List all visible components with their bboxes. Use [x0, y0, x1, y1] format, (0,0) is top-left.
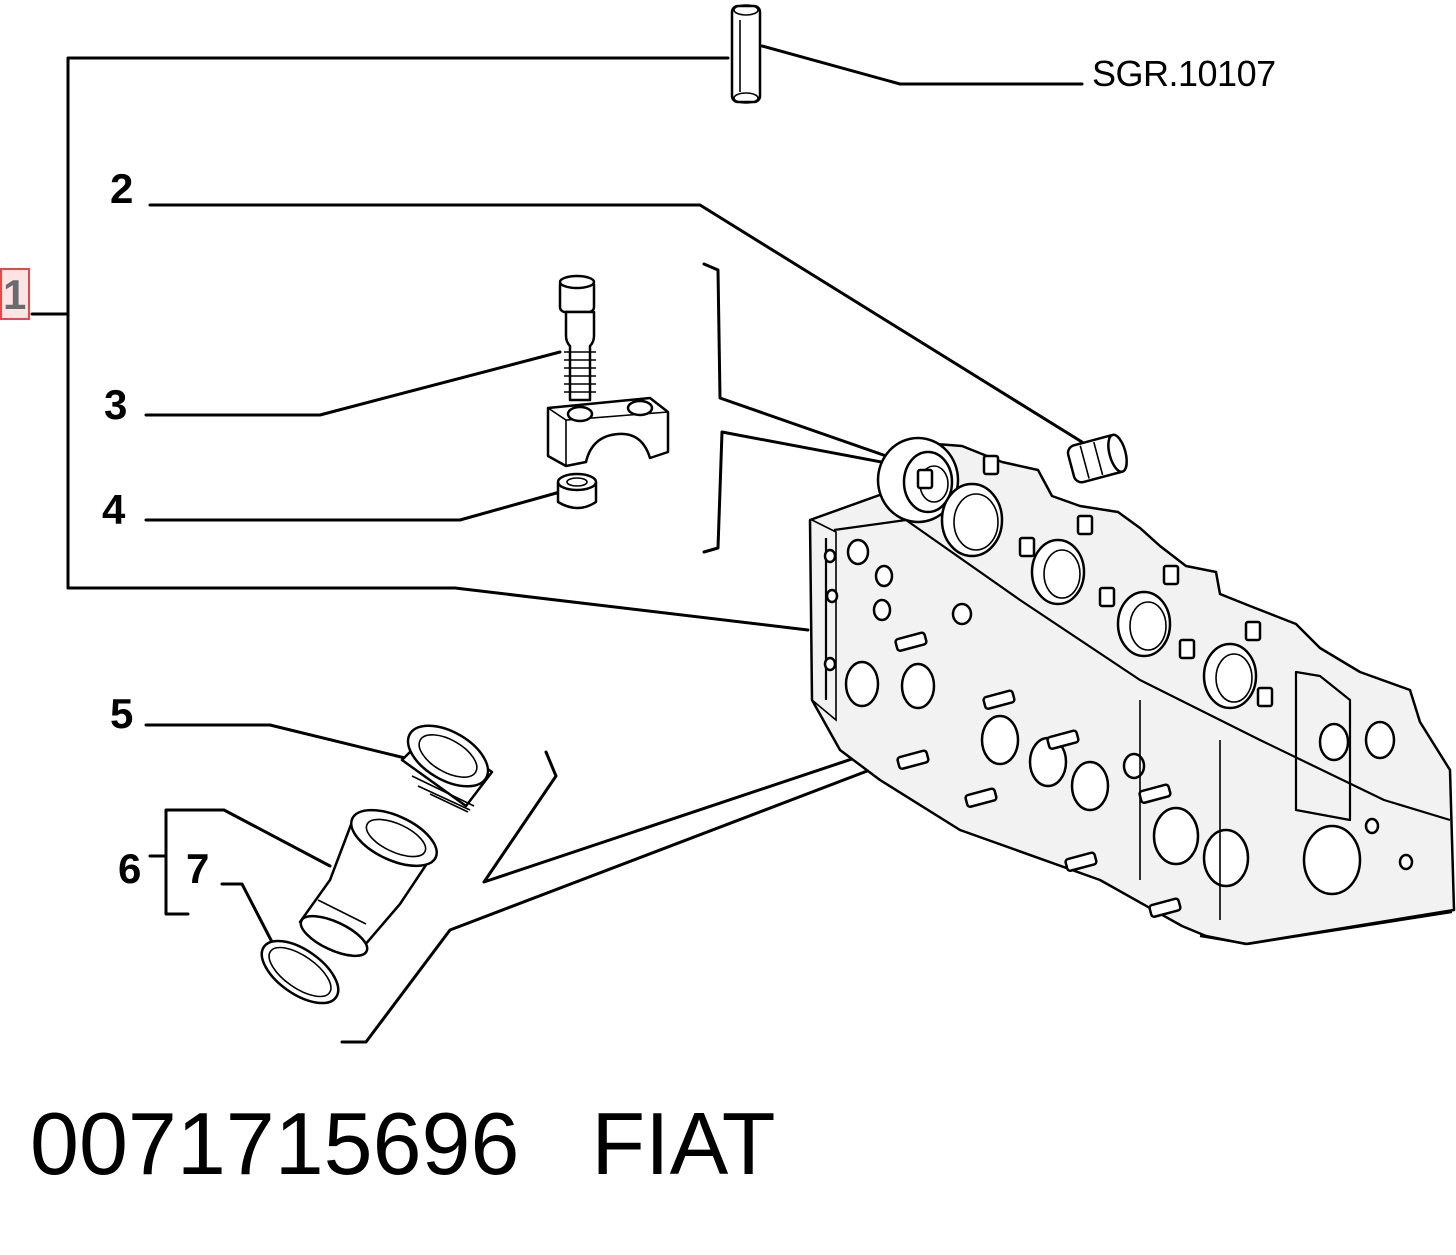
bracket-6-body: [164, 808, 190, 916]
valve-guide-part: [298, 808, 438, 958]
cylinder-head-part: [808, 436, 1456, 946]
seal-ring-part: [260, 939, 340, 1005]
callout-4-label[interactable]: 4: [102, 486, 126, 533]
brand-name: FIAT: [591, 1094, 776, 1193]
callout-3-label[interactable]: 3: [104, 381, 128, 428]
callout-2-label[interactable]: 2: [110, 165, 134, 212]
bracket-5-6: [482, 658, 1150, 884]
callout-1-label: 1: [3, 271, 27, 318]
reference-code-label: SGR.10107: [1092, 53, 1276, 94]
stud-bolt-part: [558, 274, 596, 402]
callout-1-highlight[interactable]: 1: [0, 268, 30, 320]
leader-3: [144, 350, 562, 417]
bracket-item-1: [30, 56, 810, 632]
part-number: 0071715696: [30, 1094, 520, 1193]
callout-6-label[interactable]: 6: [118, 845, 142, 892]
bracket-3-4: [702, 262, 894, 460]
bush-part: [556, 472, 598, 510]
bracket-5-6-lower: [340, 662, 1150, 1044]
leader-4: [144, 490, 562, 522]
dowel-pin-part: [730, 4, 762, 104]
callout-7-label[interactable]: 7: [186, 845, 210, 892]
bracket-3-4-lower: [702, 430, 894, 554]
leader-6: [186, 808, 332, 868]
leader-7: [220, 882, 274, 944]
leader-sgr: [760, 44, 1084, 86]
threaded-sleeve-part: [400, 724, 494, 813]
bearing-cap-part: [546, 396, 670, 468]
plug-part: [1066, 433, 1128, 484]
callout-5-label[interactable]: 5: [110, 690, 134, 737]
leader-2: [148, 203, 1084, 444]
head-studs: [894, 631, 1182, 918]
leader-5: [144, 723, 407, 760]
